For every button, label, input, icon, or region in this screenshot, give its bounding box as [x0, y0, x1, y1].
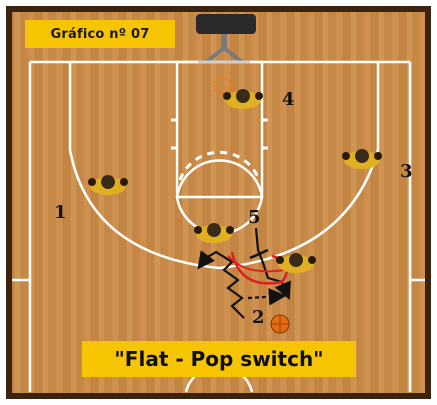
player-figure-5	[194, 223, 234, 243]
player-label-3: 3	[400, 161, 413, 182]
lane-block-marks	[171, 118, 268, 150]
cut-path-zigzag	[205, 250, 245, 319]
player-label-1: 1	[54, 202, 67, 223]
basket-hoop-icon	[196, 14, 256, 96]
diagram-number-tag: Gráfico nº 07	[25, 20, 175, 48]
basketball-icon	[270, 314, 290, 334]
play-caption: "Flat - Pop switch"	[82, 341, 356, 377]
player-figure-3	[342, 149, 382, 169]
player-figure-4	[223, 89, 263, 109]
player-label-2: 2	[252, 307, 265, 328]
court-floor	[12, 12, 425, 393]
player-figure-2	[276, 253, 316, 273]
free-throw-dashed-arc	[178, 150, 261, 181]
player-figure-1	[88, 175, 128, 195]
player-label-5: 5	[248, 207, 261, 228]
player-label-4: 4	[282, 89, 295, 110]
